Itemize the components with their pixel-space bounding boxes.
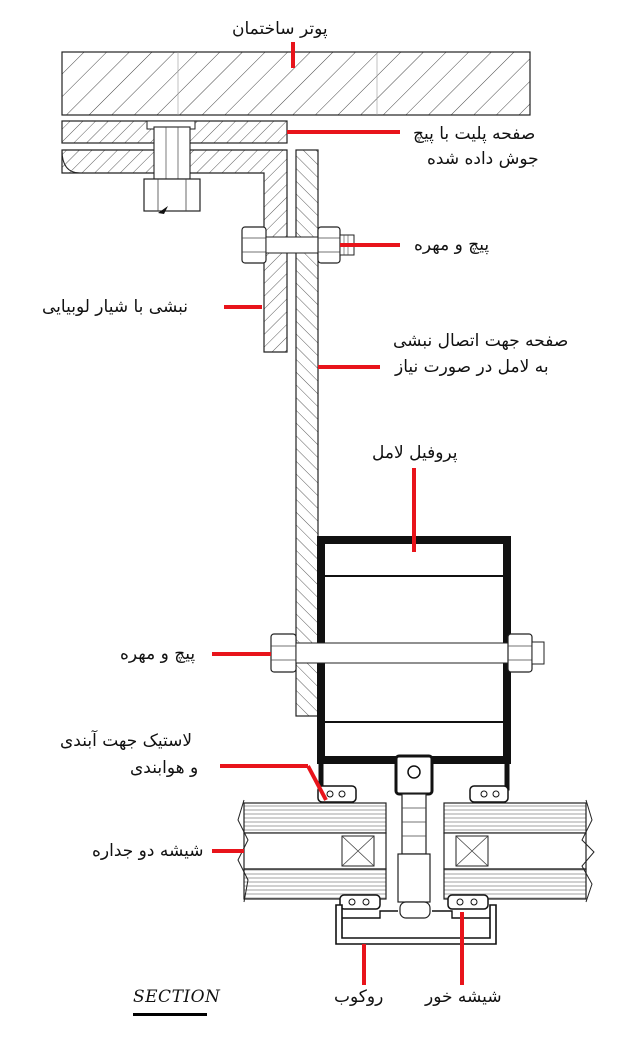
section-title: SECTION bbox=[133, 987, 221, 1007]
section-underline bbox=[133, 1013, 207, 1016]
label-connect-plate-1: صفحه جهت اتصال نبشی bbox=[393, 331, 569, 351]
glass-mullion bbox=[394, 754, 434, 919]
lamel-profile bbox=[317, 536, 511, 791]
label-slotted-angle: نبشی با شیار لوبیایی bbox=[42, 297, 188, 317]
building-beam bbox=[61, 51, 531, 116]
label-double-glass: شیشه دو جداره bbox=[92, 841, 204, 861]
cover-cap bbox=[335, 904, 497, 945]
double-glass-left bbox=[237, 799, 387, 903]
label-lamel-profile: پروفیل لامل bbox=[372, 443, 458, 463]
label-gasket-2: و هوابندی bbox=[130, 758, 199, 778]
label-bolt-top: پیچ و مهره bbox=[414, 235, 490, 255]
bottom-gaskets bbox=[339, 894, 489, 910]
connecting-plate bbox=[295, 149, 319, 717]
upper-bolt-nut bbox=[241, 226, 355, 264]
label-cover: روکوب bbox=[334, 987, 384, 1007]
label-welded-plate-2: جوش داده شده bbox=[427, 149, 539, 169]
top-bolt bbox=[143, 120, 201, 214]
top-gaskets bbox=[317, 785, 509, 803]
lower-bolt-nut bbox=[270, 633, 545, 673]
label-gasket-1: لاستیک جهت آبندی bbox=[60, 731, 193, 751]
label-welded-plate-1: صفحه پلیت با پیچ bbox=[413, 124, 536, 144]
label-building-beam: پوتر ساختمان bbox=[232, 19, 328, 39]
leader-lines bbox=[212, 42, 464, 985]
label-connect-plate-2: به لامل در صورت نیاز bbox=[395, 357, 549, 377]
label-glass-holder: شیشه خور bbox=[425, 987, 502, 1007]
double-glass-right bbox=[443, 799, 595, 903]
label-bolt-bottom: پیچ و مهره bbox=[120, 644, 196, 664]
slotted-angle bbox=[61, 149, 288, 353]
